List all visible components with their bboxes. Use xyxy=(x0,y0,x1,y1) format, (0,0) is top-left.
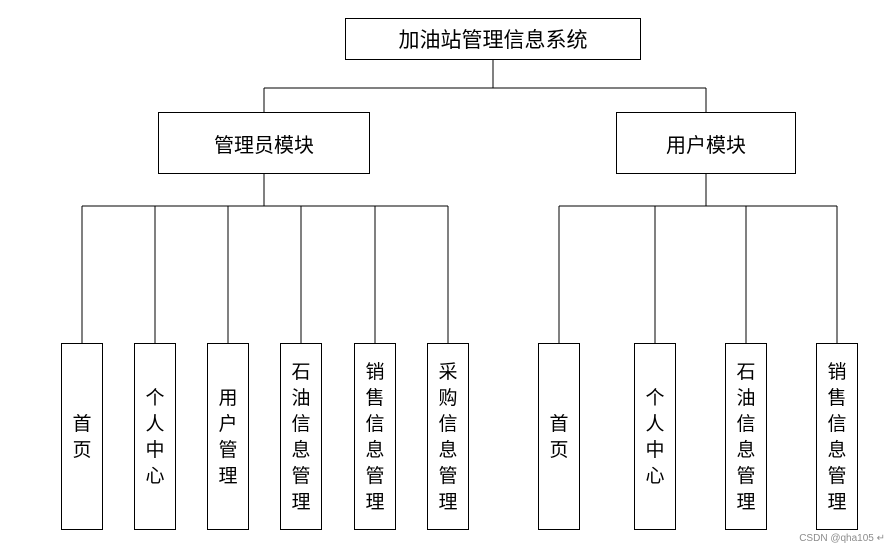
admin-child-homepage-label: 首页 xyxy=(72,412,92,461)
admin-child-sales-info: 销售信息管理 xyxy=(354,343,396,530)
user-module-node: 用户模块 xyxy=(616,112,796,174)
user-child-sales-info-label: 销售信息管理 xyxy=(827,360,847,513)
admin-child-sales-info-label: 销售信息管理 xyxy=(365,360,385,513)
user-child-petroleum-info: 石油信息管理 xyxy=(725,343,767,530)
admin-child-petroleum-info-label: 石油信息管理 xyxy=(291,360,311,513)
admin-child-petroleum-info: 石油信息管理 xyxy=(280,343,322,530)
admin-child-purchase-info: 采购信息管理 xyxy=(427,343,469,530)
user-child-petroleum-info-label: 石油信息管理 xyxy=(736,360,756,513)
admin-child-user-management-label: 用户管理 xyxy=(218,386,238,487)
admin-module-node: 管理员模块 xyxy=(158,112,370,174)
admin-child-personal-center-label: 个人中心 xyxy=(145,386,165,487)
user-child-personal-center-label: 个人中心 xyxy=(645,386,665,487)
user-child-sales-info: 销售信息管理 xyxy=(816,343,858,530)
user-child-homepage-label: 首页 xyxy=(549,412,569,461)
user-child-homepage: 首页 xyxy=(538,343,580,530)
user-child-personal-center: 个人中心 xyxy=(634,343,676,530)
admin-child-homepage: 首页 xyxy=(61,343,103,530)
admin-child-purchase-info-label: 采购信息管理 xyxy=(438,360,458,513)
root-node: 加油站管理信息系统 xyxy=(345,18,641,60)
csdn-watermark: CSDN @qha105 ↵ xyxy=(799,533,885,544)
admin-child-personal-center: 个人中心 xyxy=(134,343,176,530)
root-node-label: 加油站管理信息系统 xyxy=(398,28,588,52)
admin-module-label: 管理员模块 xyxy=(214,132,314,157)
user-module-label: 用户模块 xyxy=(666,132,746,157)
admin-child-user-management: 用户管理 xyxy=(207,343,249,530)
